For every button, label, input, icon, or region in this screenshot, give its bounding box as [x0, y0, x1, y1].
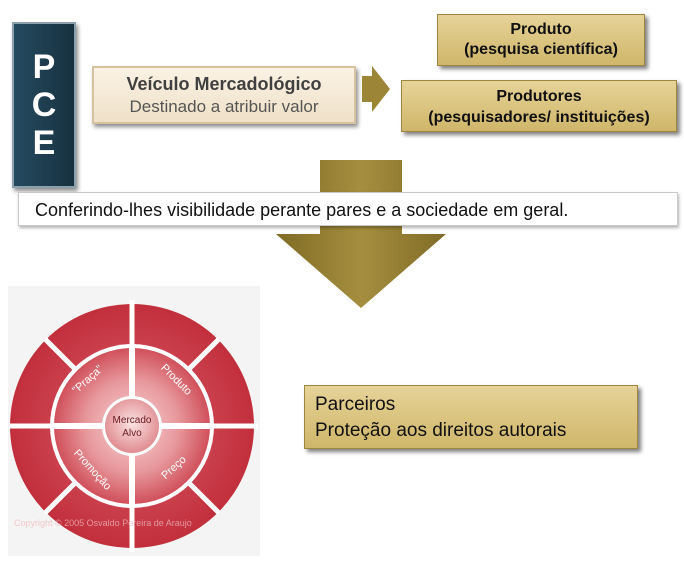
direitos-autorais-label: Proteção aos direitos autorais [315, 420, 567, 441]
small-right-arrow [362, 66, 390, 112]
veiculo-title: Veículo Mercadológico [126, 74, 322, 94]
parceiros-label: Parceiros [315, 394, 396, 415]
wheel-copyright: Copyright © 2005 Osvaldo Pereira de Arau… [14, 518, 192, 528]
produtores-sublabel: (pesquisadores/ instituições) [428, 109, 650, 126]
produto-sublabel: (pesquisa científica) [464, 41, 618, 58]
veiculo-box: Veículo Mercadológico Destinado a atribu… [92, 66, 356, 124]
parceiros-box: Parceiros Proteção aos direitos autorais [304, 385, 638, 449]
pce-letter-p: P [32, 48, 56, 86]
wheel-center-line2: Alvo [122, 428, 142, 439]
produto-label: Produto [510, 21, 572, 38]
marketing-wheel: "Praça" Produto Promoção Preço Mercado A… [8, 286, 260, 556]
pce-letter-e: E [32, 124, 56, 162]
pce-letter-c: C [31, 86, 57, 124]
wheel-center [105, 399, 159, 453]
produtores-label: Produtores [496, 88, 582, 105]
wheel-center-line1: Mercado [113, 415, 152, 426]
veiculo-subtitle: Destinado a atribuir valor [129, 97, 319, 116]
produto-box: Produto (pesquisa científica) [437, 14, 645, 66]
visibilidade-text: Conferindo-lhes visibilidade perante par… [35, 200, 569, 220]
pce-block: P C E [12, 22, 76, 188]
visibilidade-box: Conferindo-lhes visibilidade perante par… [18, 192, 678, 226]
produtores-box: Produtores (pesquisadores/ instituições) [401, 80, 677, 132]
